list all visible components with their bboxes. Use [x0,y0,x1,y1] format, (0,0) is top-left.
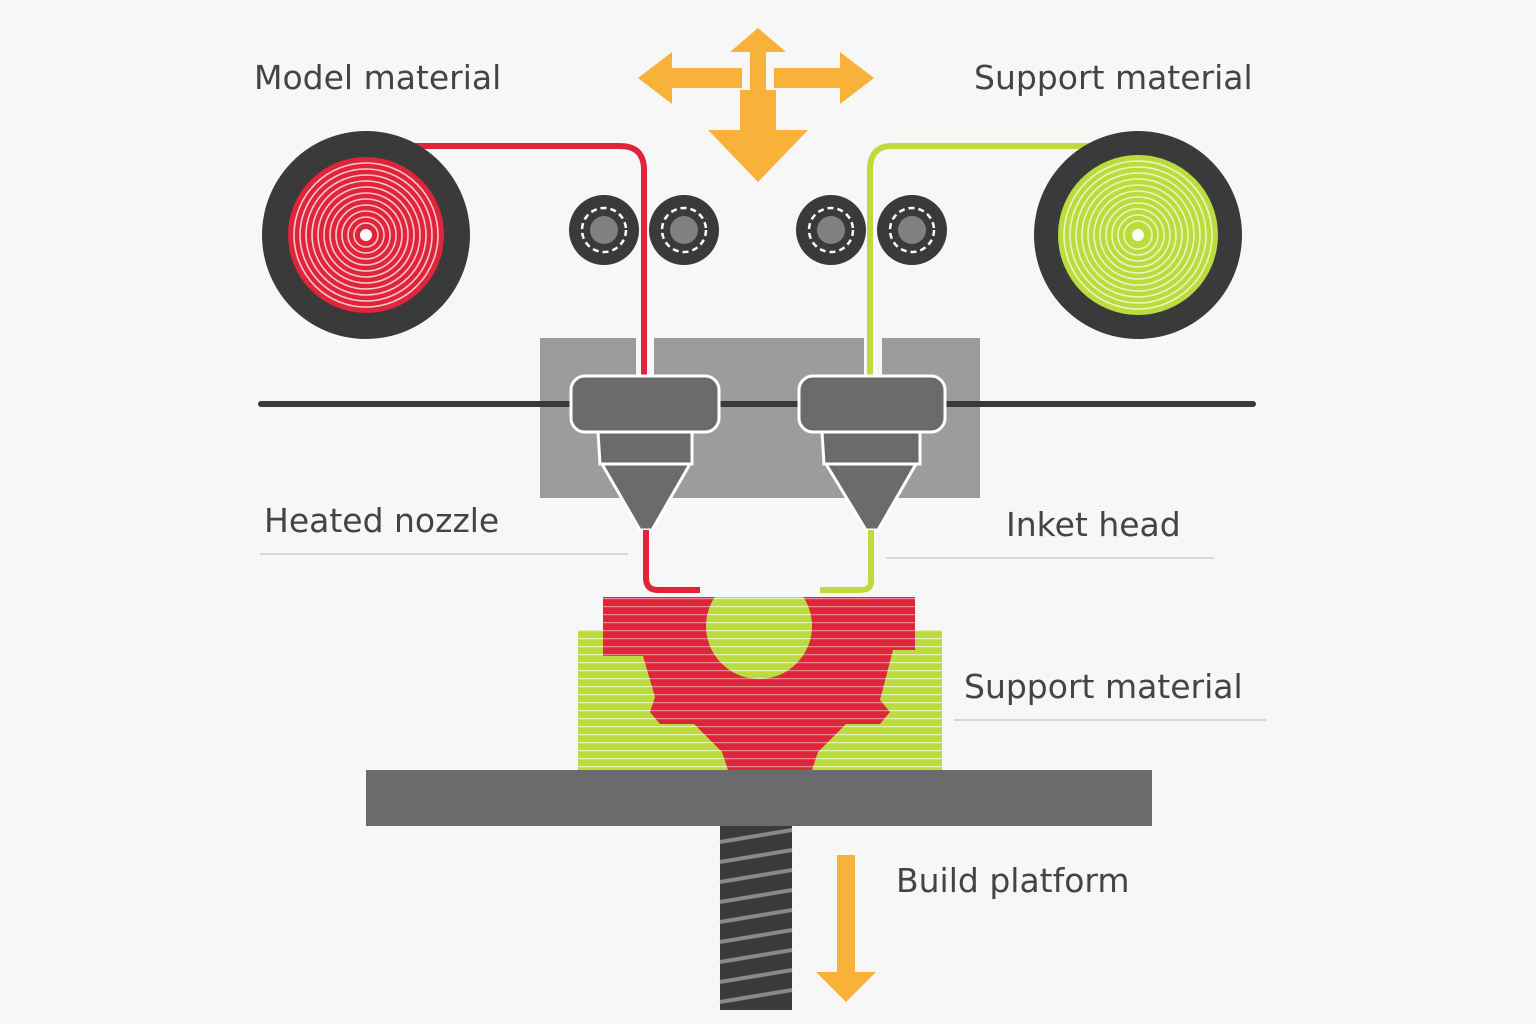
build-platform-plate [366,770,1152,826]
guide-rail [258,401,1256,407]
support-material-spool [1034,131,1242,339]
arrow-down-icon [816,855,876,1002]
model-material-spool [262,131,470,339]
drive-roller [569,195,639,265]
drive-roller [796,195,866,265]
inket-head-assembly [797,374,947,532]
drive-roller [649,195,719,265]
drive-roller [877,195,947,265]
model-material-label: Model material [254,58,501,97]
support-filament-line [867,143,1138,530]
support-material-top-label: Support material [974,58,1253,97]
support-material-side-label: Support material [964,667,1243,706]
heated-nozzle-assembly [569,374,721,532]
model-filament-line [372,143,647,530]
heated-nozzle-label: Heated nozzle [264,501,499,540]
build-platform-label: Build platform [896,861,1130,900]
lead-screw [719,826,793,1010]
four-way-move-arrows-icon [638,28,874,182]
model-part-gear [603,597,915,770]
inket-head-label: Inket head [1006,505,1181,544]
